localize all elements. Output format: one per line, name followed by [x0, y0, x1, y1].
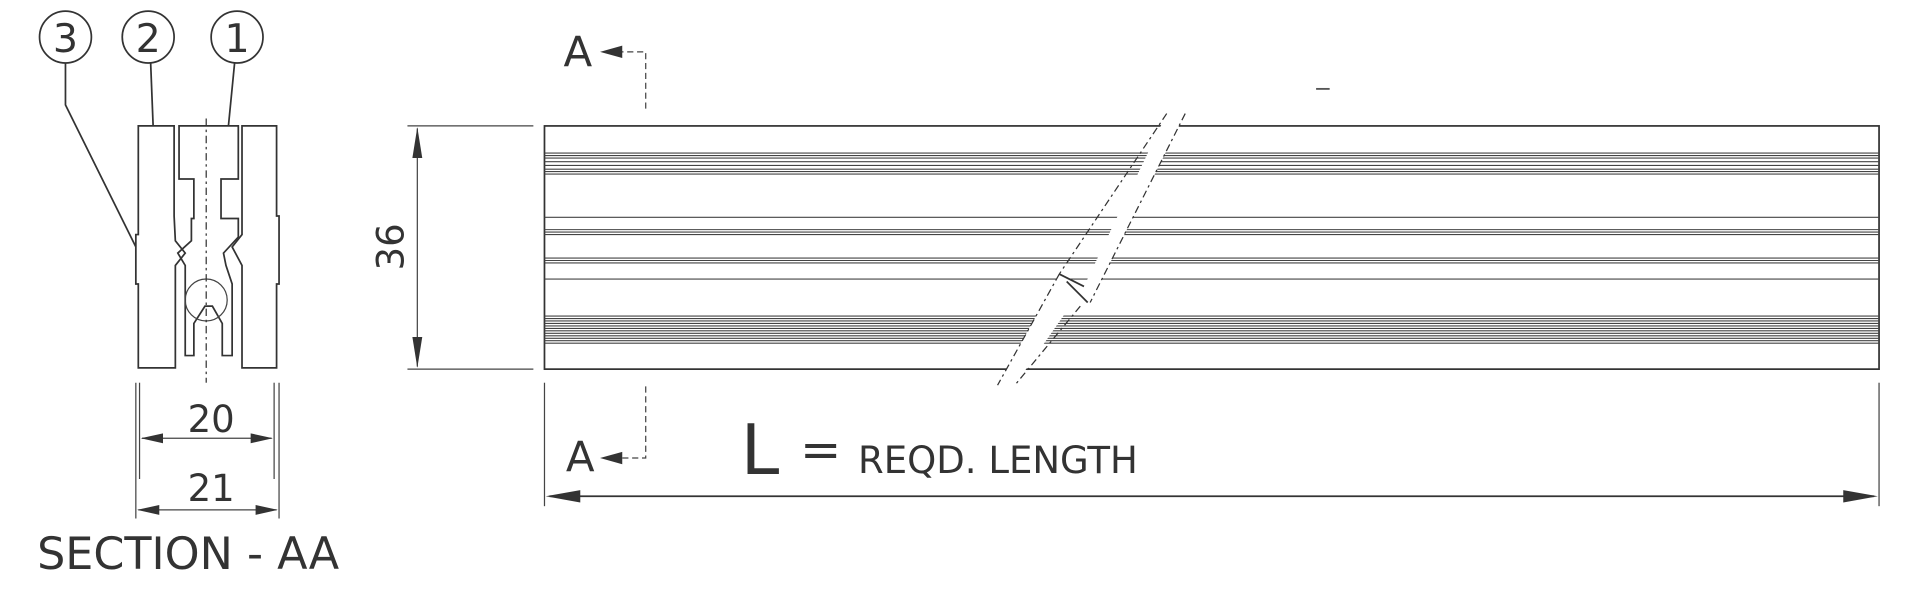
part-2-section [231, 125, 280, 369]
svg-text:A: A [563, 28, 592, 77]
section-mark-bottom: A [566, 386, 647, 482]
dimension-20: 20 [138, 382, 275, 480]
svg-text:A: A [566, 433, 595, 482]
dimension-21: 21 [135, 382, 280, 519]
dimension-36: 36 [370, 125, 534, 370]
svg-text:2: 2 [136, 16, 161, 62]
svg-text:3: 3 [53, 16, 78, 62]
part-3-section [134, 125, 187, 369]
svg-text:36: 36 [370, 223, 413, 270]
dimension-length: L = REQD. LENGTH [543, 382, 1880, 507]
balloon-2: 2 [121, 10, 175, 126]
balloon-1: 1 [210, 10, 264, 127]
svg-text:L: L [741, 411, 780, 491]
break-line [997, 113, 1186, 386]
section-mark-top: A [563, 28, 647, 109]
svg-text:=: = [800, 421, 841, 479]
balloon-3: 3 [38, 10, 137, 248]
section-view [134, 118, 280, 383]
section-title: SECTION - AA [37, 529, 340, 580]
svg-text:20: 20 [188, 398, 235, 441]
svg-text:21: 21 [188, 467, 235, 510]
part-1-section [176, 125, 240, 357]
svg-text:1: 1 [225, 16, 250, 62]
length-view [543, 125, 1880, 370]
svg-text:REQD. LENGTH: REQD. LENGTH [858, 439, 1138, 482]
